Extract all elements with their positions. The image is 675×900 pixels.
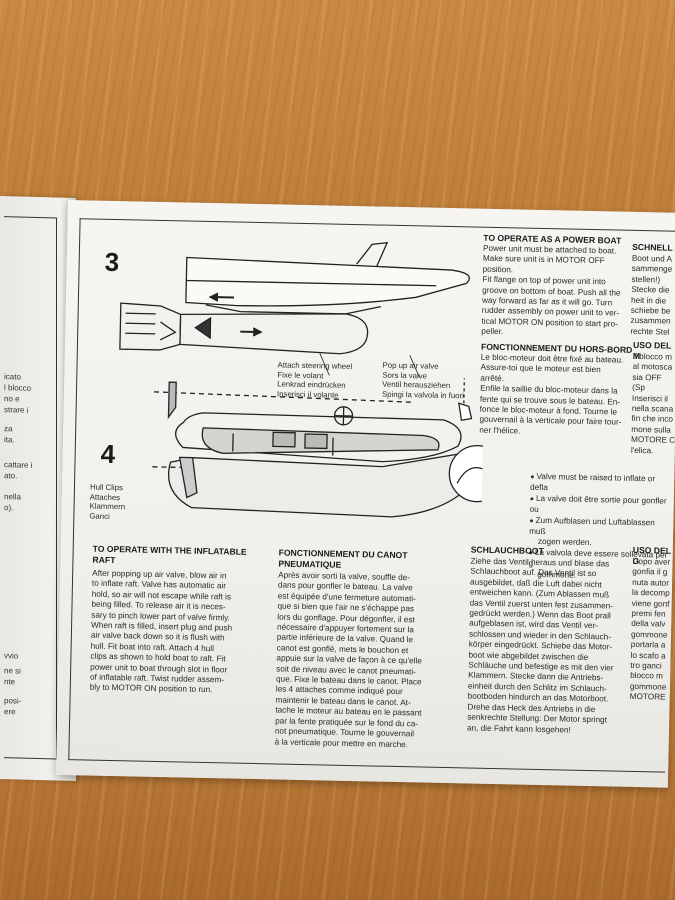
left-fragment: vvio xyxy=(4,651,19,661)
right-de-title: SCHNELL xyxy=(632,241,673,253)
left-fragment: nella xyxy=(4,492,21,502)
left-fragment: za xyxy=(4,424,13,434)
inflatable-raft-drawing xyxy=(152,378,488,518)
left-fragment: ne si xyxy=(4,666,21,676)
left-fragment: icato xyxy=(4,372,21,382)
raft-de-title: SCHLAUCHBOOT xyxy=(470,544,544,557)
power-boat-fr-text: Le bloc-moteur doit être fixé au bateau.… xyxy=(479,352,624,436)
left-fragment: posi- xyxy=(4,696,22,706)
assembly-illustration xyxy=(119,241,488,518)
left-fragment: ita. xyxy=(4,435,15,445)
left-fragment: cattare i xyxy=(4,460,33,470)
power-unit-drawing xyxy=(119,292,369,355)
left-fragment: ere xyxy=(4,707,16,717)
power-boat-drawing xyxy=(185,241,470,315)
left-fragment: o). xyxy=(4,503,14,513)
left-fragment: l blocco xyxy=(4,383,32,393)
power-boat-en-text: Power unit must be attached to boat.Make… xyxy=(481,243,621,337)
left-fragment: no e xyxy=(4,394,20,404)
step-number-3: 3 xyxy=(104,246,120,278)
step-number-4: 4 xyxy=(100,438,116,470)
left-fragment: nte xyxy=(4,677,16,687)
raft-fr-text: Après avoir sorti la valve, souffle de-d… xyxy=(274,570,422,749)
left-fragment: ato. xyxy=(4,471,18,481)
left-fragment: strare i xyxy=(4,405,29,415)
